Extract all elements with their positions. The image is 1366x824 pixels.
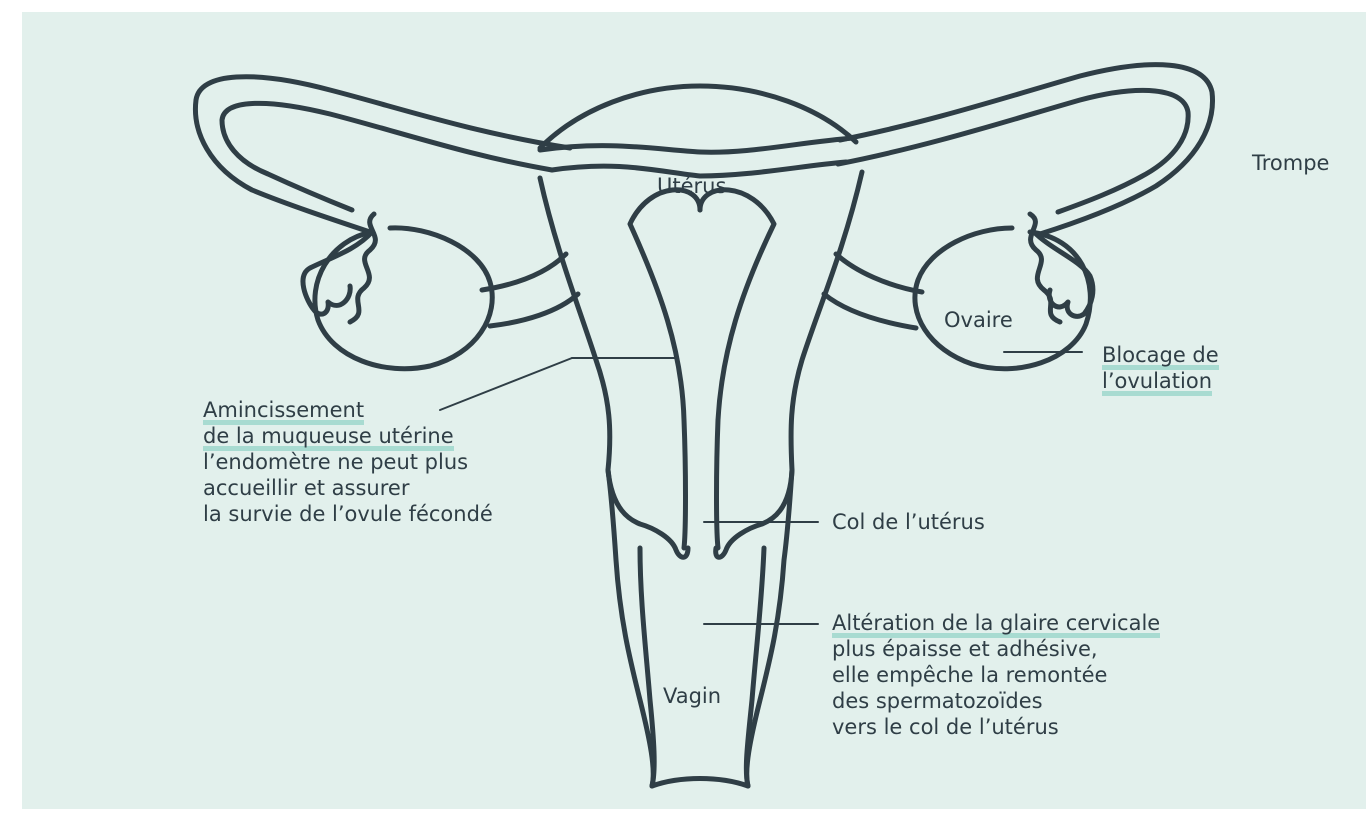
glaire-desc-4: vers le col de l’utérus — [832, 714, 1160, 740]
blocage-line-2: l’ovulation — [1102, 369, 1212, 396]
amincissement-desc-2: accueillir et assurer — [203, 475, 493, 501]
glaire-desc-3: des spermatozoïdes — [832, 688, 1160, 714]
amincissement-desc-1: l’endomètre ne peut plus — [203, 449, 493, 475]
cervix-right — [716, 470, 792, 557]
amincissement-desc-3: la survie de l’ovule fécondé — [203, 501, 493, 527]
label-vagin: Vagin — [663, 686, 721, 707]
vaginal-opening — [652, 779, 748, 787]
uterine-cavity-right — [700, 190, 774, 548]
label-ovaire: Ovaire — [944, 310, 1013, 331]
left-tube — [195, 77, 570, 232]
vaginal-inner-left — [640, 548, 654, 786]
cervix-left — [608, 470, 688, 557]
glaire-title: Altération de la glaire cervicale — [832, 611, 1160, 638]
right-ovary — [915, 228, 1090, 369]
left-ovary — [315, 228, 492, 369]
right-tube-inner — [838, 90, 1188, 212]
uterus-right-wall — [791, 172, 862, 470]
left-tube-inner — [222, 103, 552, 210]
label-uterus: Utérus — [657, 176, 726, 197]
amincissement-block: Amincissement de la muqueuse utérine l’e… — [203, 397, 493, 527]
right-ligament-bottom — [824, 294, 916, 328]
glaire-desc-1: plus épaisse et adhésive, — [832, 636, 1160, 662]
right-ligament-top — [836, 254, 922, 292]
glaire-desc-2: elle empêche la remontée — [832, 662, 1160, 688]
left-ligament-top — [482, 254, 566, 290]
uterine-cavity-left — [630, 190, 700, 548]
uterus-left-wall — [540, 178, 610, 470]
label-trompe: Trompe — [1252, 153, 1329, 174]
vaginal-inner-right — [746, 548, 764, 786]
uterus-fundus — [540, 86, 856, 148]
amincissement-title-1: Amincissement — [203, 398, 364, 425]
label-blocage: Blocage de l’ovulation — [1102, 342, 1219, 394]
glaire-block: Altération de la glaire cervicale plus é… — [832, 610, 1160, 740]
uterus-top-band — [540, 138, 854, 152]
label-col: Col de l’utérus — [832, 512, 985, 533]
amincissement-title-2: de la muqueuse utérine — [203, 424, 454, 451]
left-ligament-bottom — [490, 294, 578, 326]
blocage-line-1: Blocage de — [1102, 343, 1219, 370]
